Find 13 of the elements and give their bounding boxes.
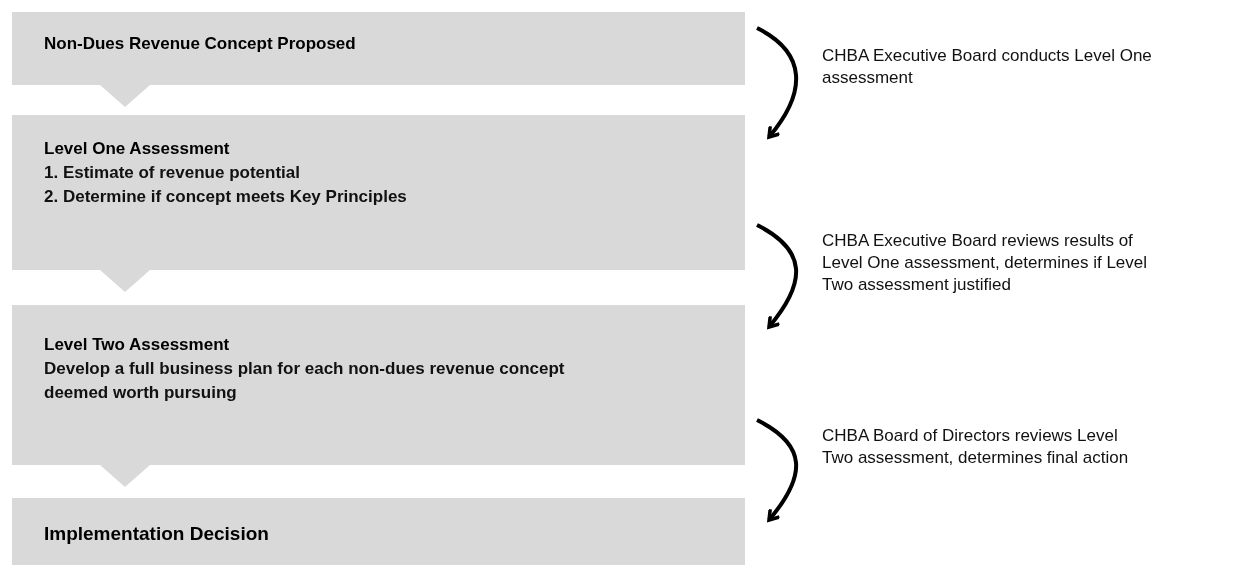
edge-label: CHBA Executive Board conducts Level One assessment: [822, 45, 1152, 89]
step-text: Develop a full business plan for each non-dues revenue concept deemed worth pursuing: [44, 358, 566, 404]
step-heading: Non-Dues Revenue Concept Proposed: [44, 33, 357, 55]
curved-arrow: [756, 418, 798, 522]
step-text: 2. Determine if concept meets Key Principles: [44, 186, 408, 208]
curved-arrow: [756, 26, 798, 139]
curved-arrow: [756, 223, 798, 329]
edge-label: CHBA Board of Directors reviews Level Two assessment, determines final action: [822, 425, 1130, 469]
step-heading: Level One Assessment: [44, 138, 231, 160]
edge-label: CHBA Executive Board reviews results of Level One assessment, determines if Level Two assessment justified: [822, 230, 1149, 296]
step-heading: Level Two Assessment: [44, 334, 231, 356]
step-heading: Implementation Decision: [44, 522, 270, 546]
step-text: 1. Estimate of revenue potential: [44, 162, 301, 184]
